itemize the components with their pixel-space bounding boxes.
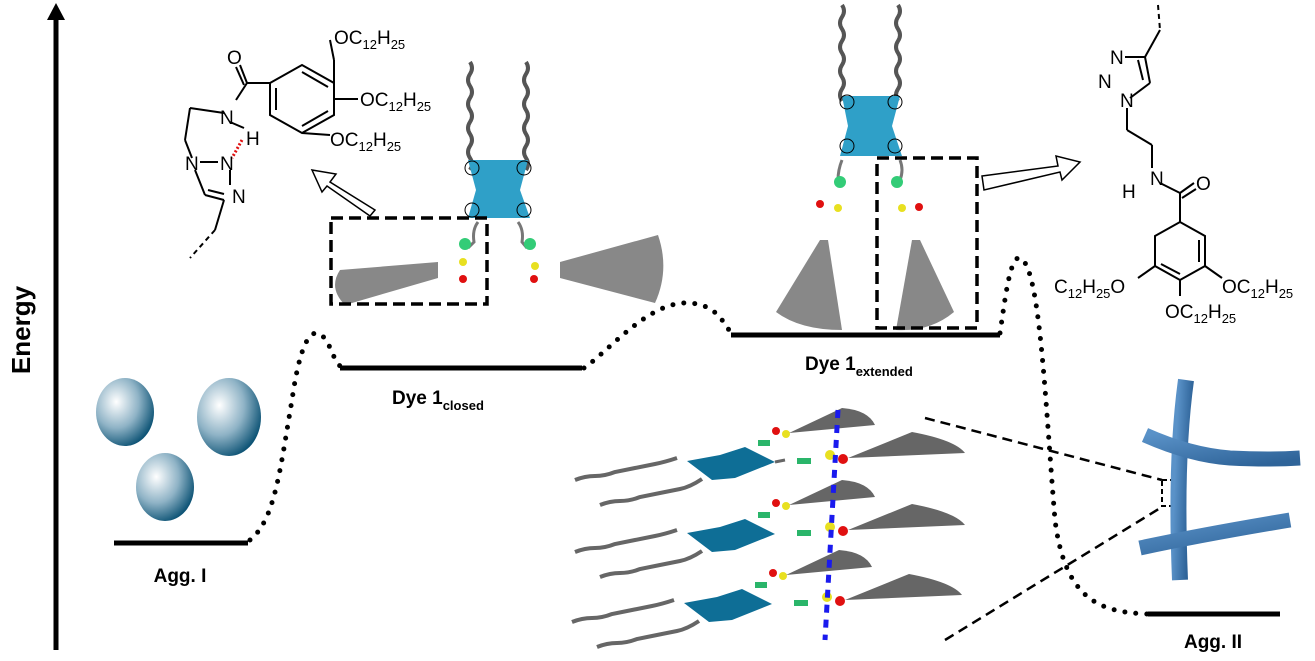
fiber [1170,378,1194,581]
nh-group [834,204,842,212]
triazole [891,176,903,188]
substituent: OC12H25 [334,28,405,52]
energy-axis: Energy [6,3,65,650]
structure-right-text: N N N N H O C12H25O OC12H25 OC12H25 [1054,48,1293,326]
substituent: OC12H25 [1165,302,1236,326]
core-highlight [840,96,902,156]
substituent: OC12H25 [330,130,401,154]
wedge [776,240,842,330]
atom-n: N [220,108,234,129]
nh-group [459,258,467,266]
core-highlight [468,160,530,218]
structure-right [1125,4,1223,296]
substituent: OC12H25 [1222,277,1293,301]
benzene-ring [269,63,335,135]
atom-n: N [1110,48,1124,69]
agg1-spheres [96,378,261,521]
atom-h: H [1122,182,1136,203]
carbonyl [816,200,824,208]
stacked-assembly [571,408,965,649]
wedge [335,262,438,305]
path-closed-to-extended [581,300,734,371]
dye-extended-molecule [776,3,979,331]
label-agg1: Agg. I [154,566,207,587]
label-dye-closed: Dye 1closed [392,388,484,413]
fiber [1138,512,1292,556]
triazole [834,176,846,188]
stack-unit [574,480,965,579]
atom-h: H [246,129,260,150]
energy-levels [114,332,1280,617]
stack-unit [571,550,962,649]
atom-n: N [1150,169,1164,190]
wedge [560,235,664,303]
atom-n: N [1098,72,1112,93]
carbonyl [915,203,923,211]
axis-arrowhead-icon [47,3,65,20]
atom-n: N [220,154,234,175]
zoom-lines [924,416,1163,642]
zoom-arrow-right-icon [981,154,1082,191]
atom-n: N [1120,91,1134,112]
atom-n: N [232,187,246,208]
stack-unit [574,408,965,507]
structure-left [184,39,358,259]
substituent: OC12H25 [360,90,431,114]
atom-o: O [227,48,242,69]
dye-closed-molecule [329,60,664,306]
triazole [524,238,536,250]
nh-group [531,262,539,270]
nh-group [898,204,906,212]
zoom-arrow-left-icon [310,169,377,218]
sphere [197,378,261,456]
wedge [896,240,954,331]
carbonyl [459,275,467,283]
label-dye-extended: Dye 1extended [805,354,913,379]
state-labels: Agg. I Dye 1closed Dye 1extended Agg. II [154,354,1242,653]
path-extended-to-agg2 [997,255,1150,617]
atom-o: O [1196,174,1211,195]
highlight-box [329,216,489,306]
benzene-ring [1154,220,1206,282]
triazole [459,238,471,250]
label-agg2: Agg. II [1184,632,1242,653]
structure-left-text: O N H N N N OC12H25 OC12H25 OC12H25 [185,28,431,208]
highlight-box [875,156,979,330]
atom-n: N [185,154,199,175]
path-agg1-to-closed [247,330,343,543]
fiber [1141,428,1301,467]
sphere [96,378,154,446]
substituent: C12H25O [1054,277,1125,301]
transition-paths [247,255,1150,617]
axis-label: Energy [6,285,36,374]
sphere [136,453,194,521]
agg2-fibers [1138,378,1301,581]
carbonyl [530,275,538,283]
